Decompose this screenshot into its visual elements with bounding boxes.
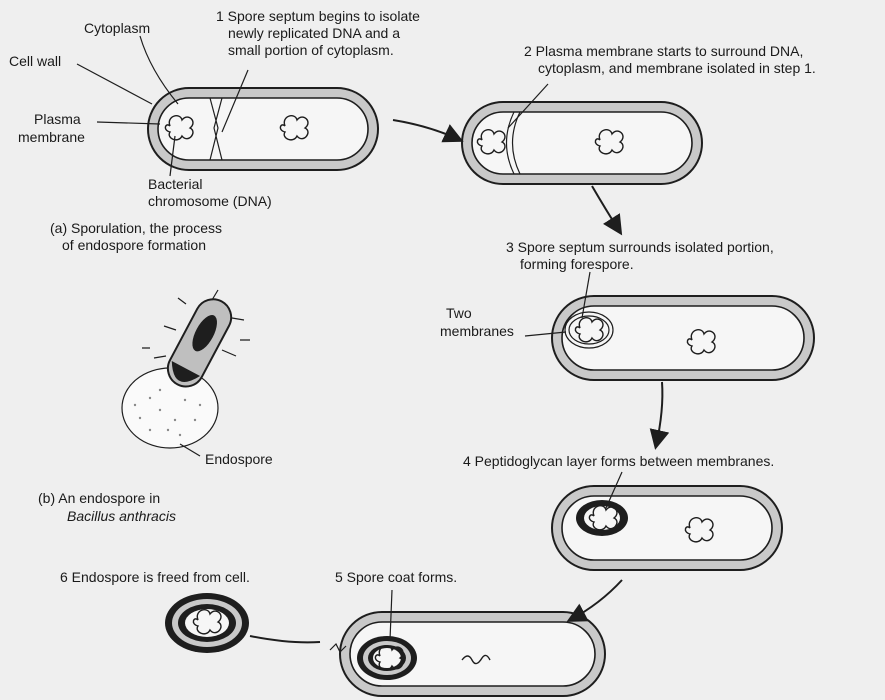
free-endospore bbox=[165, 593, 249, 653]
label-bacterial-line1: Bacterial bbox=[148, 176, 202, 192]
cell-step-5 bbox=[330, 612, 605, 696]
bacillus-endospore-illustration bbox=[122, 290, 250, 448]
caption-b-line2: Bacillus anthracis bbox=[67, 508, 176, 524]
step1-line1: 1 Spore septum begins to isolate bbox=[216, 8, 420, 24]
step3-line2: forming forespore. bbox=[520, 256, 634, 272]
label-plasma-line1: Plasma bbox=[34, 111, 81, 127]
caption-b-line1: (b) An endospore in bbox=[38, 490, 160, 506]
step1-line3: small portion of cytoplasm. bbox=[228, 42, 394, 58]
label-cytoplasm: Cytoplasm bbox=[84, 20, 150, 36]
cell-step-2 bbox=[462, 102, 702, 184]
step1-line2: newly replicated DNA and a bbox=[228, 25, 400, 41]
label-two-membranes-line1: Two bbox=[446, 305, 472, 321]
label-endospore: Endospore bbox=[205, 451, 273, 467]
label-two-membranes-line2: membranes bbox=[440, 323, 514, 339]
caption-a-line2: of endospore formation bbox=[62, 237, 206, 253]
label-bacterial-line2: chromosome (DNA) bbox=[148, 193, 272, 209]
cell-step-4 bbox=[552, 486, 782, 570]
cell-step-1 bbox=[148, 88, 378, 170]
step2-line1: 2 Plasma membrane starts to surround DNA… bbox=[524, 43, 803, 59]
step4-text: 4 Peptidoglycan layer forms between memb… bbox=[463, 453, 774, 469]
step2-line2: cytoplasm, and membrane isolated in step… bbox=[538, 60, 816, 76]
caption-a-line1: (a) Sporulation, the process bbox=[50, 220, 222, 236]
step6-text: 6 Endospore is freed from cell. bbox=[60, 569, 250, 585]
cell-step-3 bbox=[552, 296, 814, 380]
label-cell-wall: Cell wall bbox=[9, 53, 61, 69]
label-plasma-line2: membrane bbox=[18, 129, 85, 145]
step3-line1: 3 Spore septum surrounds isolated portio… bbox=[506, 239, 774, 255]
step5-text: 5 Spore coat forms. bbox=[335, 569, 457, 585]
